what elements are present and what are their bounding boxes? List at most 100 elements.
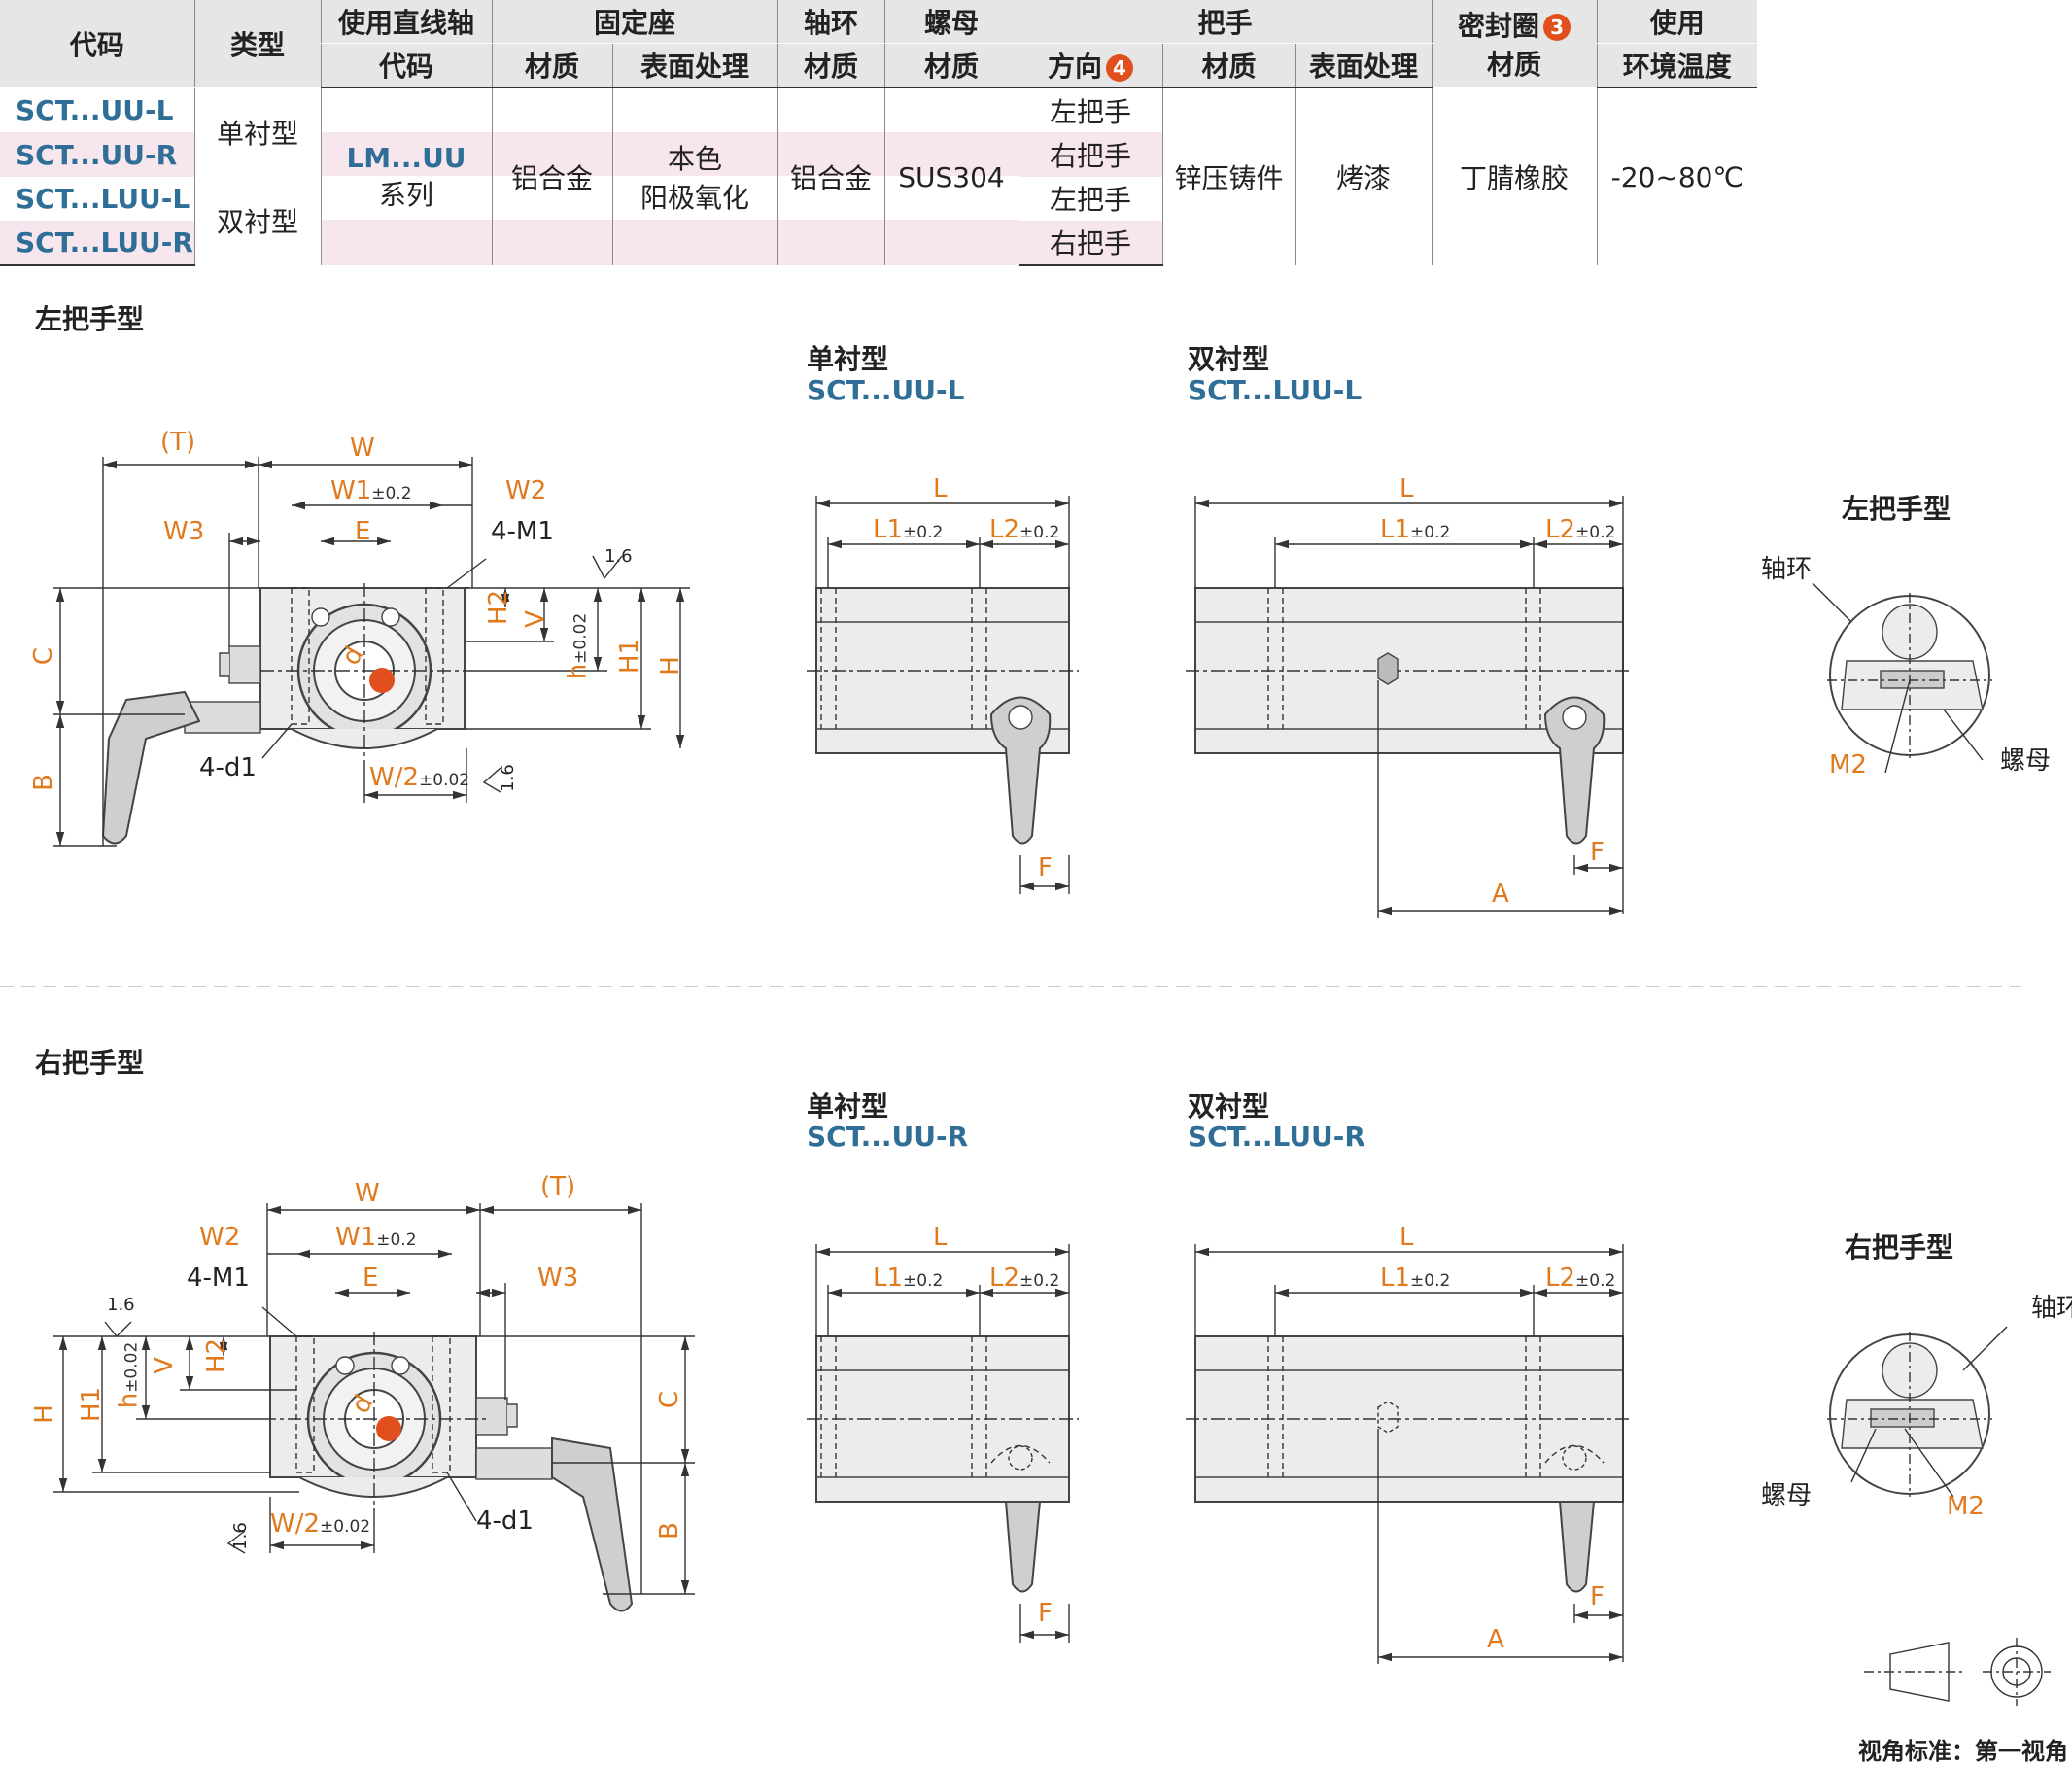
- right-double-code: SCT...LUU-R: [1188, 1121, 1365, 1153]
- left-double-title: 双衬型: [1188, 343, 1270, 375]
- dim-W1: W1±0.2: [335, 1223, 417, 1252]
- dim-F: F: [1590, 838, 1605, 867]
- seal-badge: 3: [1543, 13, 1571, 41]
- dim-W-half: W/2±0.02: [270, 1509, 371, 1539]
- dim-W: W: [350, 433, 375, 463]
- dim-L2: L2±0.2: [1545, 1264, 1616, 1293]
- right-double-title: 双衬型: [1188, 1091, 1270, 1123]
- direction-badge: 4: [1106, 54, 1134, 83]
- rough-mark: 1.6: [107, 1295, 135, 1315]
- dim-L2: L2±0.2: [989, 515, 1060, 544]
- left-single-code: SCT...UU-L: [807, 374, 965, 406]
- dim-4d1: 4-d1: [476, 1506, 534, 1536]
- handle-material: 锌压铸件: [1161, 87, 1296, 265]
- left-handle-title: 左把手型: [35, 303, 145, 335]
- col-seat-material: 材质: [491, 43, 612, 89]
- dim-L1: L1±0.2: [873, 1264, 944, 1293]
- table-row: SCT...LUU-L 双衬型 左把手: [0, 176, 1757, 265]
- marker-badge: [369, 668, 395, 693]
- rough-mark: 1.6: [497, 764, 518, 792]
- dim-H2: H2: [202, 1337, 232, 1374]
- dim-T: (T): [160, 428, 196, 457]
- seal-material: 丁腈橡胶: [1431, 87, 1598, 265]
- detail-view-left: [1812, 582, 1992, 774]
- col-shaft: 使用直线轴: [320, 0, 492, 45]
- dim-L: L: [1399, 1223, 1414, 1252]
- right-handle-title: 右把手型: [35, 1047, 145, 1079]
- label-collar: 轴环: [2031, 1294, 2072, 1323]
- type-single: 单衬型: [193, 87, 321, 177]
- col-env-temp: 环境温度: [1596, 43, 1758, 89]
- col-handle-surface: 表面处理: [1295, 43, 1433, 89]
- col-handle-material: 材质: [1161, 43, 1296, 89]
- col-nut-material: 材质: [883, 43, 1019, 89]
- dim-F: F: [1038, 1599, 1053, 1628]
- col-handle: 把手: [1018, 0, 1433, 45]
- rough-mark: 1.6: [604, 546, 633, 567]
- collar-material: 铝合金: [777, 87, 885, 265]
- temperature: -20~80℃: [1596, 87, 1758, 265]
- dim-C: C: [29, 646, 59, 666]
- col-use: 使用: [1596, 0, 1758, 45]
- detail-left-title: 左把手型: [1842, 493, 1951, 525]
- dim-V: V: [520, 610, 550, 628]
- col-collar: 轴环: [777, 0, 885, 45]
- dim-L2: L2±0.2: [989, 1264, 1060, 1293]
- dim-L: L: [933, 1223, 948, 1252]
- col-nut: 螺母: [883, 0, 1019, 45]
- right-single-title: 单衬型: [807, 1091, 889, 1123]
- dim-h: h±0.02: [114, 1341, 144, 1409]
- nut-material: SUS304: [883, 87, 1019, 265]
- rough-mark: 1.6: [229, 1522, 251, 1550]
- dim-H: H: [29, 1404, 59, 1424]
- side-view-single-left: [807, 496, 1079, 894]
- side-view-single-right: [807, 1244, 1079, 1643]
- dim-h: h±0.02: [563, 612, 593, 680]
- dim-T: (T): [540, 1172, 576, 1201]
- dim-4d1: 4-d1: [199, 753, 257, 782]
- dim-W2: W2: [505, 476, 547, 505]
- front-view-right: [53, 1203, 695, 1612]
- dim-W3: W3: [163, 517, 205, 546]
- col-shaft-code: 代码: [320, 43, 492, 89]
- table-row: SCT...UU-R 右把手: [0, 132, 1757, 177]
- marker-badge: [376, 1416, 401, 1441]
- dim-L: L: [1399, 474, 1414, 503]
- dim-H: H: [655, 656, 685, 675]
- dim-E: E: [355, 517, 371, 546]
- dim-L1: L1±0.2: [1380, 515, 1451, 544]
- dim-W2: W2: [199, 1223, 241, 1252]
- col-collar-material: 材质: [777, 43, 885, 89]
- left-single-title: 单衬型: [807, 343, 889, 375]
- dim-W-half: W/2±0.02: [369, 763, 470, 792]
- col-seat-surface: 表面处理: [611, 43, 778, 89]
- dim-A: A: [1492, 880, 1509, 909]
- col-type: 类型: [193, 0, 321, 88]
- front-view-left: [53, 457, 690, 847]
- right-single-code: SCT...UU-R: [807, 1121, 969, 1153]
- dim-F: F: [1590, 1582, 1605, 1611]
- dim-F: F: [1038, 853, 1053, 883]
- technical-drawing: [0, 457, 2051, 1706]
- dim-V: V: [149, 1357, 179, 1374]
- label-nut: 螺母: [1761, 1481, 1813, 1510]
- side-view-double-left: [1186, 496, 1633, 918]
- dim-W1: W1±0.2: [330, 476, 412, 505]
- side-view-double-right: [1186, 1244, 1633, 1664]
- dim-L2: L2±0.2: [1545, 515, 1616, 544]
- dim-L1: L1±0.2: [873, 515, 944, 544]
- label-M2: M2: [1947, 1492, 1985, 1521]
- dim-L1: L1±0.2: [1380, 1264, 1451, 1293]
- handle-surface: 烤漆: [1295, 87, 1433, 265]
- dim-L: L: [933, 474, 948, 503]
- col-seat: 固定座: [491, 0, 778, 45]
- label-collar: 轴环: [1761, 555, 1813, 584]
- label-M2: M2: [1829, 750, 1867, 779]
- projection-symbol: [1864, 1638, 2051, 1706]
- view-standard: 视角标准：第一视角: [1858, 1738, 2068, 1765]
- dim-H1: H1: [77, 1386, 107, 1423]
